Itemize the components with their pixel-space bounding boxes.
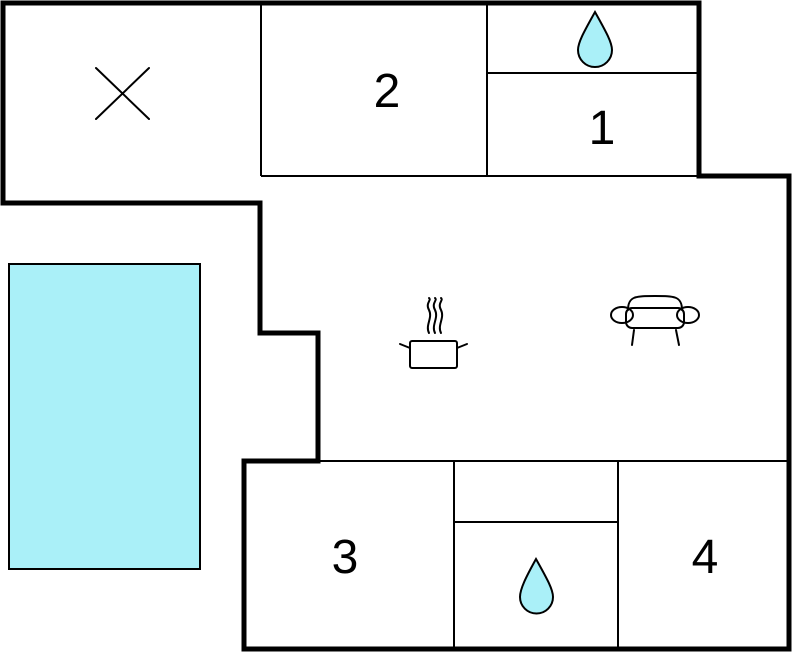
room-3-label: 3 (332, 531, 359, 584)
room-2-label: 2 (374, 65, 401, 118)
swimming-pool (8, 263, 201, 570)
water-drop-icon (518, 556, 555, 615)
x-icon (95, 67, 150, 120)
room-4-label: 4 (692, 531, 719, 584)
room-1-label: 1 (589, 102, 616, 155)
cooking-pot-icon (399, 297, 468, 369)
water-drop-icon (576, 9, 614, 68)
sofa-icon (610, 295, 700, 346)
